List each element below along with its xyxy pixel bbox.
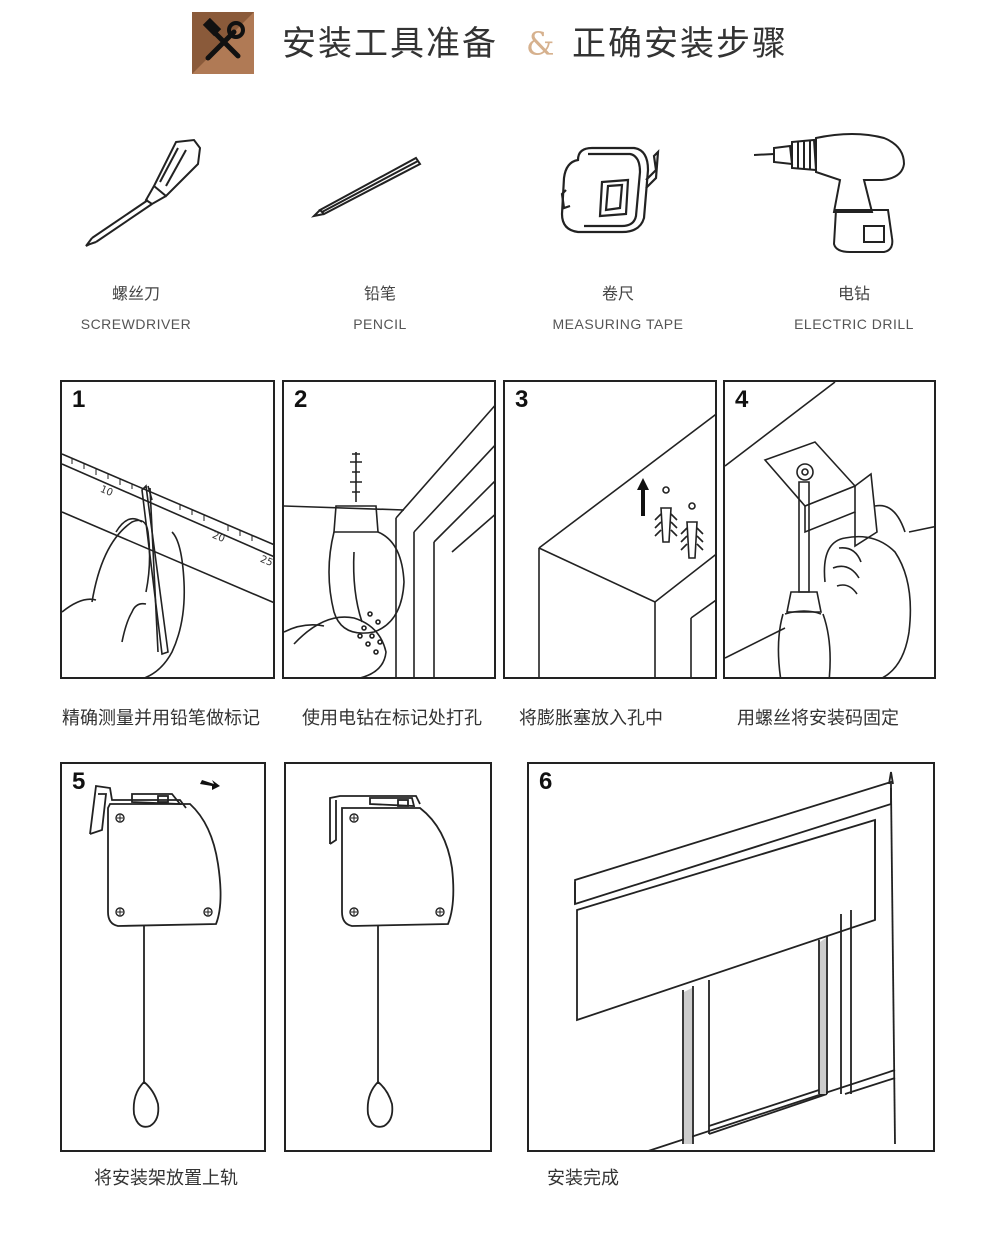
drill-hole-illustration (284, 405, 494, 677)
tool-label-cn: 卷尺 (601, 284, 634, 303)
tool-label-cn: 螺丝刀 (111, 284, 160, 303)
hammer-wrench-icon (202, 18, 245, 61)
title-tools: 安装工具准备 (282, 24, 498, 64)
tool-label-en: MEASURING TAPE (552, 316, 684, 332)
step-number: 2 (294, 386, 308, 413)
step-1-caption: 精确测量并用铅笔做标记 (62, 708, 260, 729)
tool-label-en: PENCIL (353, 316, 407, 332)
measuring-tape-illustration (560, 146, 660, 234)
step-5-panel-b (284, 762, 492, 1152)
installed-blind-illustration (574, 771, 896, 1150)
step-number: 1 (72, 386, 86, 413)
step-2-caption: 使用电钻在标记处打孔 (302, 708, 482, 729)
pencil-illustration (310, 156, 422, 218)
tool-electric-drill: 电钻 ELECTRIC DRILL (754, 120, 954, 350)
step-3-caption: 将膨胀塞放入孔中 (519, 708, 663, 729)
bracket-mounted-illustration (329, 795, 455, 1128)
step-1-panel: 1 10 20 25 (60, 380, 275, 679)
measure-mark-illustration (62, 453, 273, 677)
electric-drill-illustration (754, 133, 906, 253)
tools-logo (192, 12, 254, 74)
step-6-panel: 6 (527, 762, 935, 1152)
step-number: 4 (735, 386, 749, 413)
tool-label-en: ELECTRIC DRILL (794, 316, 914, 332)
title-ampersand: & (526, 25, 557, 63)
step-2-panel: 2 (282, 380, 496, 679)
step-4-caption: 用螺丝将安装码固定 (737, 708, 899, 729)
step-number: 5 (72, 768, 86, 795)
title-steps: 正确安装步骤 (572, 24, 788, 64)
bracket-screw-illustration (725, 382, 934, 677)
tool-label-cn: 铅笔 (363, 284, 396, 303)
step-5-panel-a: 5 (60, 762, 266, 1152)
step-number: 6 (539, 768, 553, 795)
screwdriver-illustration (85, 138, 202, 247)
anchor-plugs-illustration (538, 414, 715, 677)
tool-measuring-tape: 卷尺 MEASURING TAPE (518, 120, 718, 350)
tool-screwdriver: 螺丝刀 SCREWDRIVER (36, 120, 236, 350)
step-5-caption: 将安装架放置上轨 (94, 1168, 238, 1189)
bracket-tilted-illustration (89, 780, 222, 1128)
step-6-caption: 安装完成 (547, 1168, 619, 1189)
step-3-panel: 3 (503, 380, 717, 679)
tool-label-cn: 电钻 (837, 284, 870, 303)
tool-label-en: SCREWDRIVER (80, 316, 192, 332)
tool-pencil: 铅笔 PENCIL (280, 120, 480, 350)
step-number: 3 (515, 386, 529, 413)
header: 安装工具准备 & 正确安装步骤 (0, 0, 990, 90)
step-4-panel: 4 (723, 380, 936, 679)
